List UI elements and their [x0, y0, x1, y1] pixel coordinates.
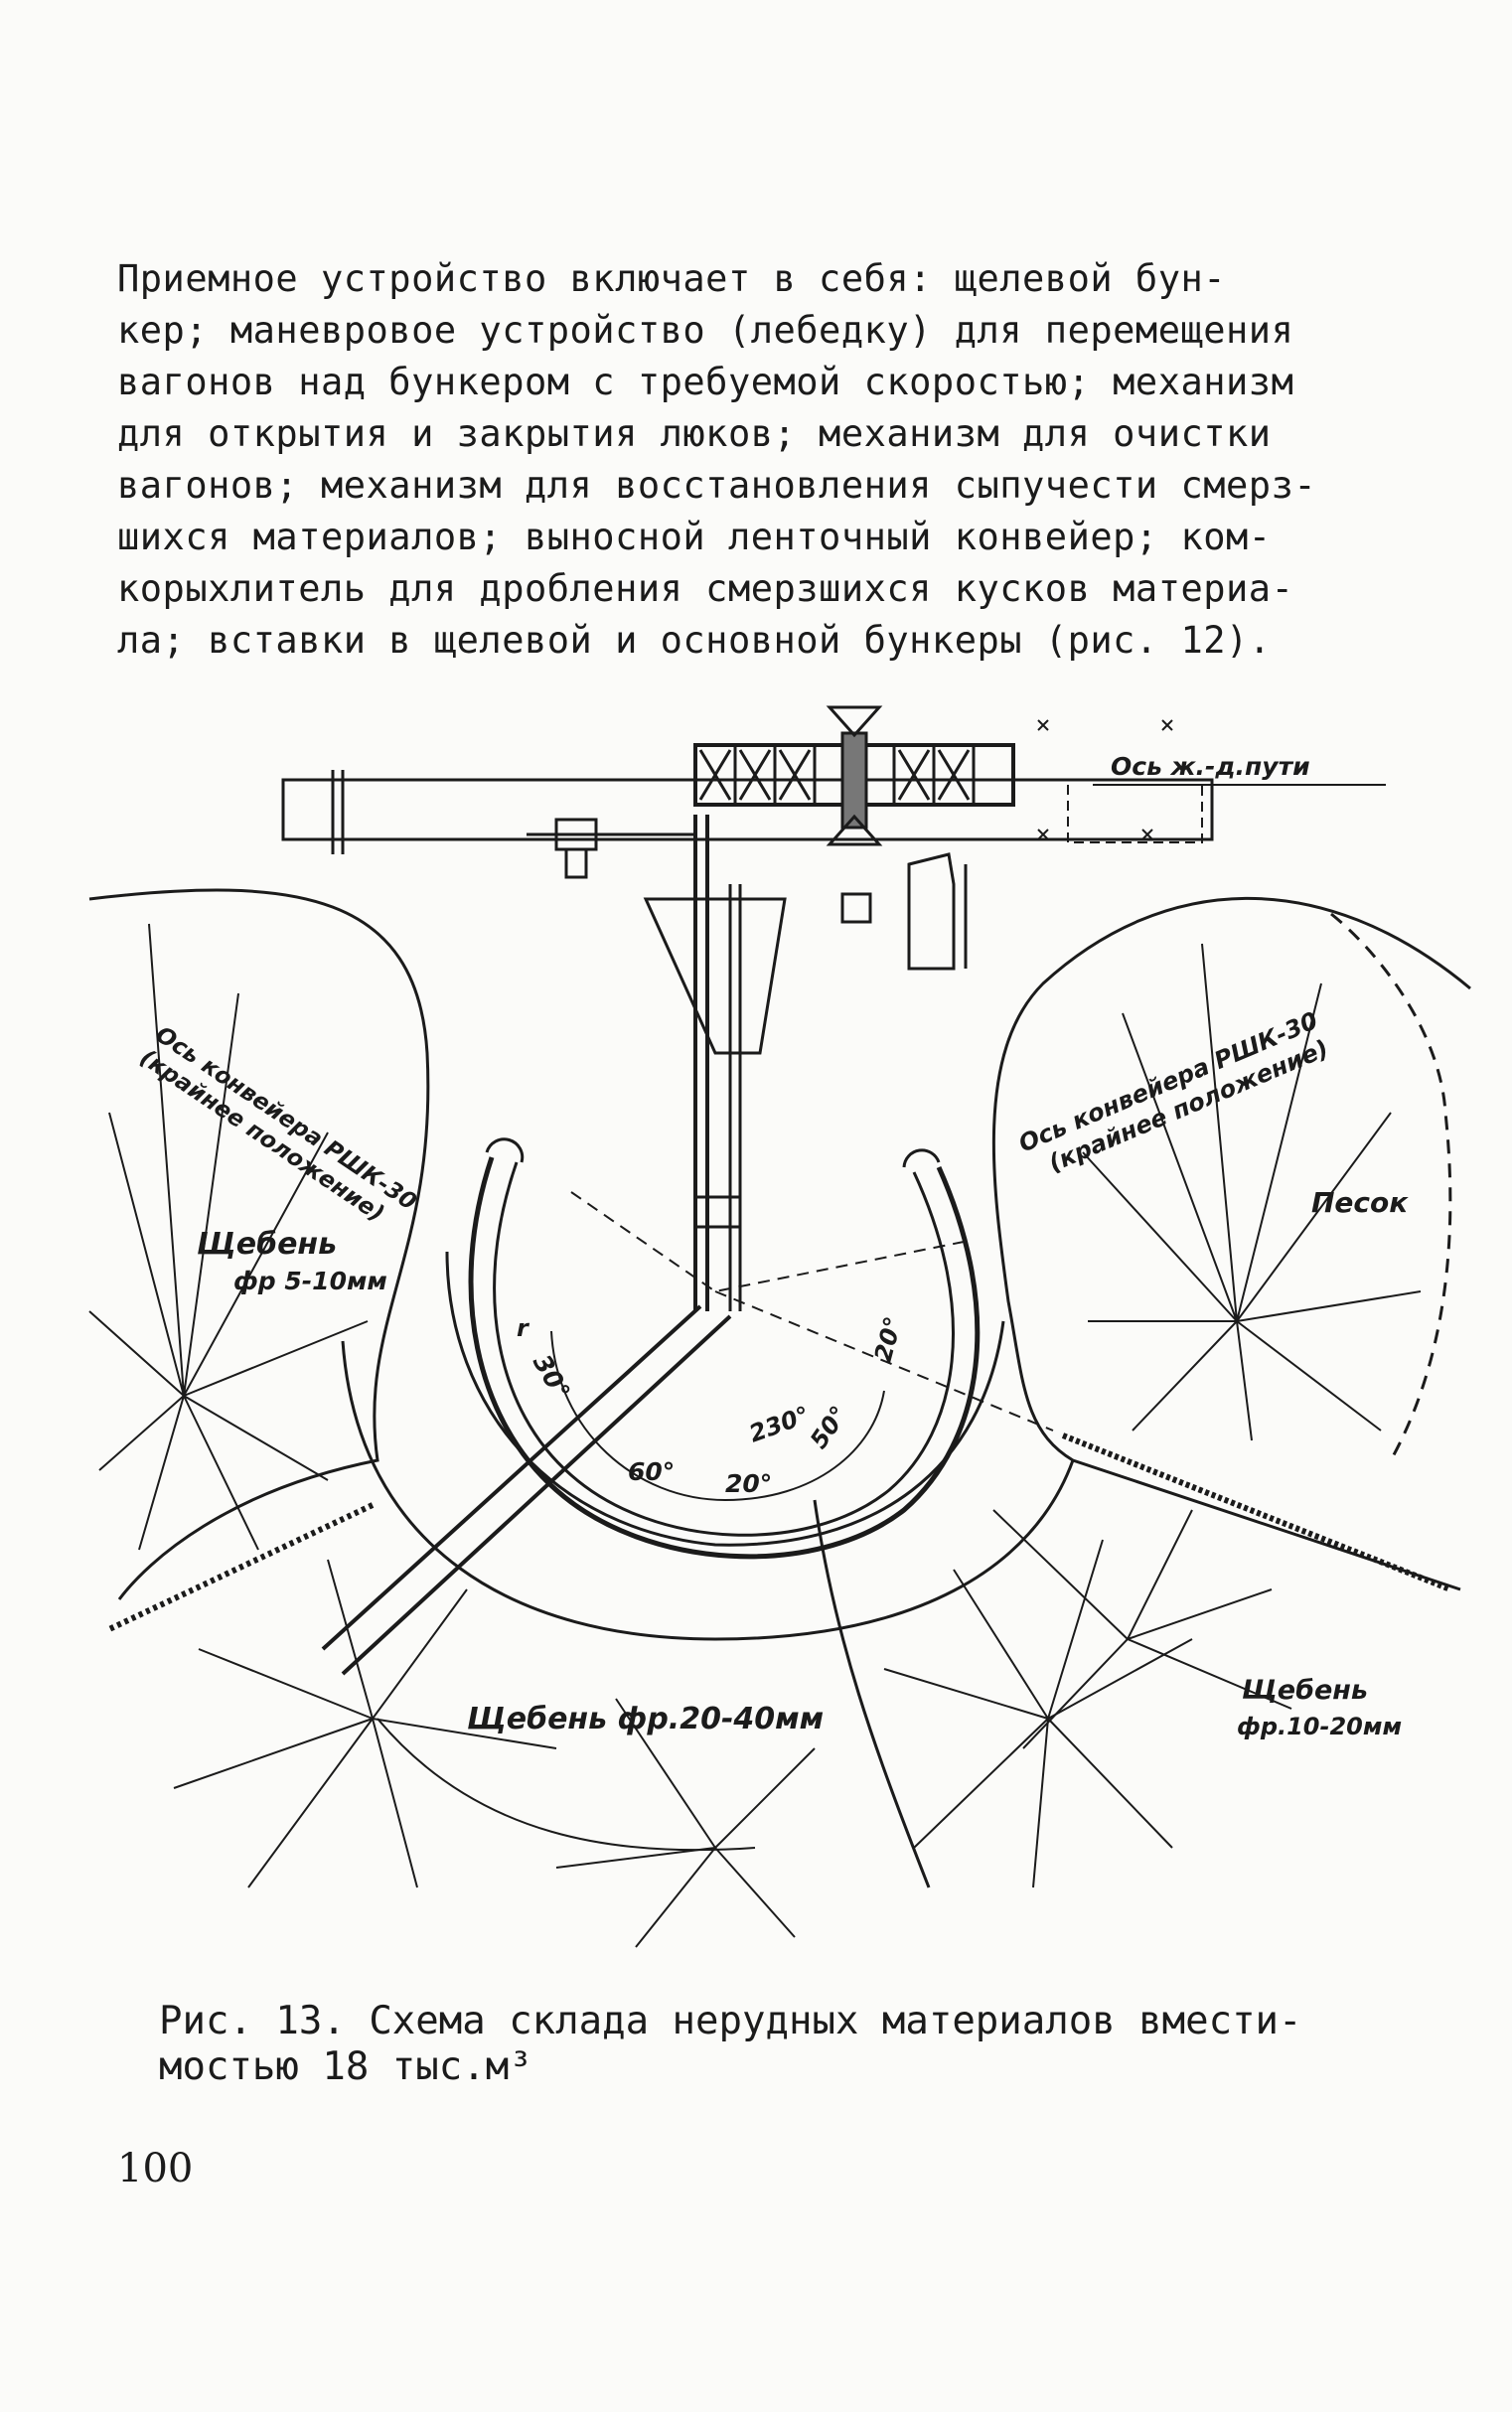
paragraph-line: для открытия и закрытия люков; механизм …: [117, 412, 1272, 455]
body-paragraph: Приемное устройство включает в себя: щел…: [117, 253, 1458, 667]
paragraph-line: ла; вставки в щелевой и основной бункеры…: [117, 619, 1272, 662]
sand-label: Песок: [1311, 1186, 1409, 1219]
railway-track: [281, 770, 1386, 854]
angle-label: 20°: [869, 1313, 908, 1364]
radius-mark: r: [517, 1314, 530, 1342]
horseshoe-bunker: [341, 1137, 1075, 1641]
gravel-bottom-label: Щебень фр.20-40мм: [467, 1702, 824, 1736]
angle-label: 30°: [528, 1350, 576, 1405]
page-number: 100: [117, 2146, 194, 2191]
paragraph-line: шихся материалов; выносной ленточный кон…: [117, 516, 1272, 558]
paragraph-line: Приемное устройство включает в себя: щел…: [117, 257, 1227, 300]
figure-caption: Рис. 13. Схема склада нерудных материало…: [159, 1999, 1450, 2090]
warehouse-scheme-figure: Ось ж.-д.пути Ось конвейера РШК-30 (край…: [88, 705, 1471, 1948]
left-conveyor-position-label: (крайнее положение): [135, 1045, 388, 1228]
angle-label: 50°: [805, 1401, 853, 1453]
gravel-right-fraction-label: фр.10-20мм: [1237, 1713, 1402, 1740]
paragraph-line: корыхлитель для дробления смерзшихся кус…: [117, 567, 1294, 610]
angle-label: 230°: [745, 1401, 813, 1448]
left-conveyor-axis-label: Ось конвейера РШК-30: [151, 1021, 421, 1215]
rail-axis-label: Ось ж.-д.пути: [1111, 752, 1310, 781]
radial-conveyor-boom: [107, 1304, 732, 1676]
paragraph-line: вагонов над бункером с требуемой скорост…: [117, 361, 1294, 403]
paragraph-line: кер; маневровое устройство (лебедку) для…: [117, 309, 1294, 352]
caption-line: Рис. 13. Схема склада нерудных материало…: [159, 1999, 1302, 2043]
unloading-bunker: [693, 705, 1015, 846]
stockpile-rays: [88, 923, 1422, 1948]
right-stockpile-outline: [991, 896, 1471, 1591]
gravel-right-label: Щебень: [1242, 1675, 1368, 1706]
paragraph-line: вагонов; механизм для восстановления сып…: [117, 464, 1317, 507]
left-stockpile-outline: [88, 888, 430, 1600]
winch: [527, 818, 695, 879]
gravel-left-fraction-label: фр 5-10мм: [233, 1267, 387, 1295]
conveyor-tower: [643, 815, 968, 1311]
angle-label: 20°: [725, 1469, 772, 1498]
gravel-left-label: Щебень: [197, 1227, 337, 1262]
caption-line: мостью 18 тыс.м³: [159, 2044, 532, 2089]
angle-label: 60°: [628, 1457, 675, 1486]
